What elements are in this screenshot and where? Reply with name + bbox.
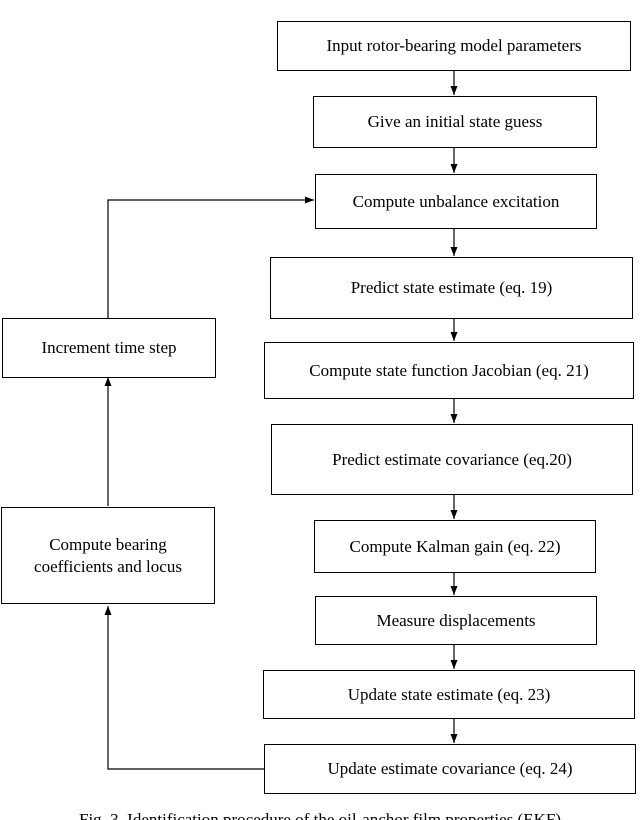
node-initial-state-guess: Give an initial state guess — [313, 96, 597, 148]
node-state-jacobian: Compute state function Jacobian (eq. 21) — [264, 342, 634, 399]
node-update-state-estimate-label: Update state estimate (eq. 23) — [347, 684, 551, 704]
node-predict-state-estimate: Predict state estimate (eq. 19) — [270, 257, 633, 319]
node-state-jacobian-label: Compute state function Jacobian (eq. 21) — [309, 360, 589, 380]
node-bearing-coefficients-label: Compute bearing coefficients and locus — [34, 534, 182, 576]
node-update-covariance-label: Update estimate covariance (eq. 24) — [327, 759, 573, 778]
node-unbalance-excitation: Compute unbalance excitation — [315, 174, 597, 229]
node-measure-displacements-label: Measure displacements — [376, 610, 536, 630]
figure-caption: Fig. 3. Identification procedure of the … — [79, 810, 561, 820]
node-bearing-coefficients: Compute bearing coefficients and locus — [1, 507, 215, 604]
node-predict-state-estimate-label: Predict state estimate (eq. 19) — [350, 278, 553, 297]
node-unbalance-excitation-label: Compute unbalance excitation — [352, 191, 560, 211]
node-kalman-gain-label: Compute Kalman gain (eq. 22) — [349, 536, 561, 556]
node-kalman-gain: Compute Kalman gain (eq. 22) — [314, 520, 596, 573]
arrow-increment-to-unbalance — [107, 196, 314, 318]
node-update-covariance: Update estimate covariance (eq. 24) — [264, 744, 636, 794]
node-input-parameters: Input rotor-bearing model parameters — [277, 21, 631, 71]
node-increment-time-step: Increment time step — [2, 318, 216, 378]
node-predict-covariance: Predict estimate covariance (eq.20) — [271, 424, 633, 495]
node-input-parameters-label: Input rotor-bearing model parameters — [326, 36, 582, 55]
node-measure-displacements: Measure displacements — [315, 596, 597, 645]
node-update-state-estimate: Update state estimate (eq. 23) — [263, 670, 635, 719]
node-predict-covariance-label: Predict estimate covariance (eq.20) — [332, 449, 572, 469]
node-increment-time-step-label: Increment time step — [41, 338, 177, 357]
arrow-update-cov-to-bearing — [104, 606, 264, 770]
node-initial-state-guess-label: Give an initial state guess — [367, 112, 543, 131]
